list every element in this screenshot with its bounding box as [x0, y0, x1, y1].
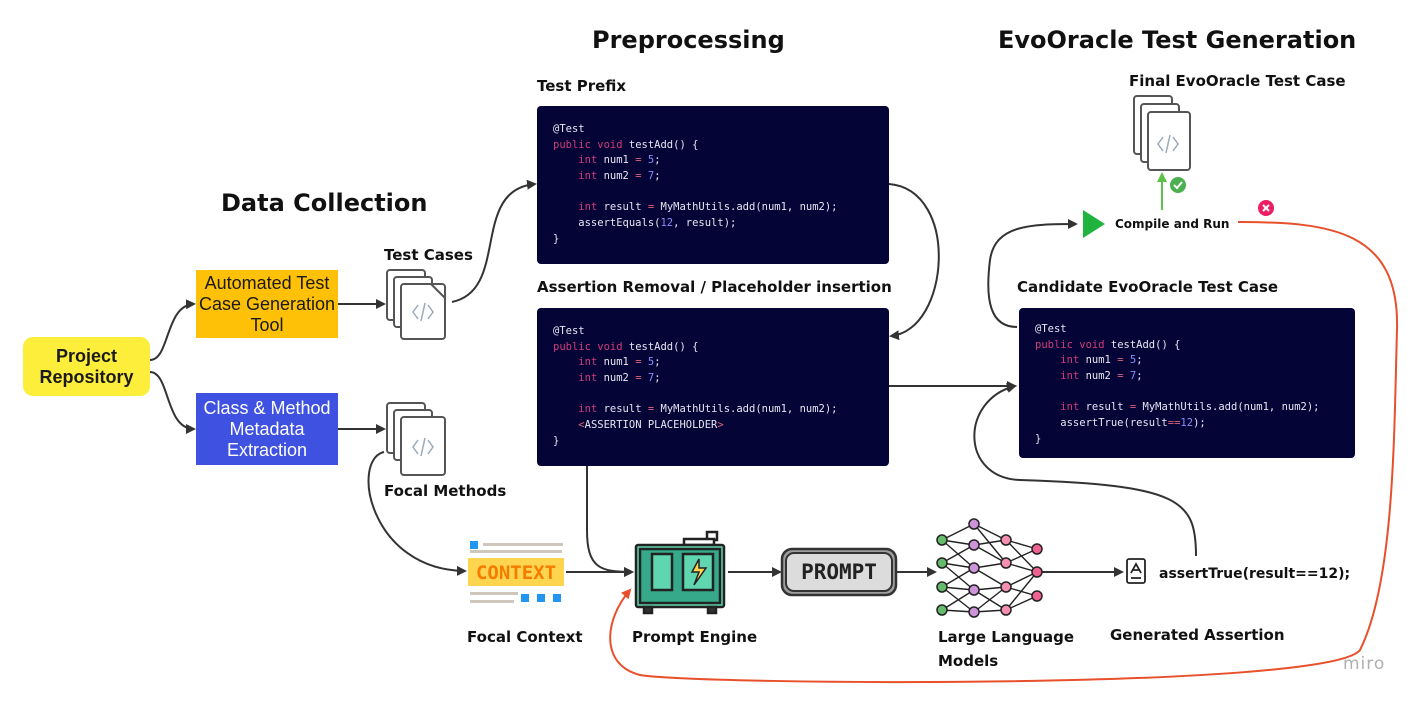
test-cases-label: Test Cases [384, 246, 473, 264]
context-icon [468, 541, 564, 603]
code-line: assertEquals(12, result); [553, 217, 737, 230]
miro-watermark: miro [1343, 654, 1386, 674]
code-line: @Test [1035, 323, 1067, 335]
code-line: int num2 = 7; [578, 170, 661, 183]
code-line: int result = MyMathUtils.add(num1, num2)… [578, 201, 838, 214]
cross-icon [1258, 200, 1274, 216]
document-code-icon [386, 269, 446, 340]
automated-tool-label: Automated Test Case Generation Tool [198, 272, 336, 335]
section-title-preprocessing: Preprocessing [592, 26, 785, 54]
edge-testcases-to-prefix [451, 179, 537, 303]
code-line: int result = MyMathUtils.add(num1, num2)… [578, 403, 838, 416]
code-line: @Test [553, 325, 585, 337]
code-line: <ASSERTION PLACEHOLDER> [578, 419, 724, 432]
code-line: int num1 = 5; [578, 356, 661, 369]
code-line: } [553, 434, 560, 447]
assertion-text: assertTrue(result==12); [1159, 566, 1351, 582]
project-repository-label: Project Repository [39, 345, 134, 387]
code-line: public void testAdd() { [1035, 338, 1181, 351]
focal-context-label: Focal Context [467, 628, 583, 646]
code-line: int num2 = 7; [578, 372, 661, 385]
code-line: public void testAdd() { [553, 340, 699, 353]
prompt-badge-text: PROMPT [801, 560, 877, 584]
code-line: } [1035, 432, 1042, 445]
metadata-extraction-box: Class & Method Metadata Extraction [196, 393, 338, 465]
section-title-data-collection: Data Collection [221, 189, 428, 217]
document-code-icon [386, 402, 446, 476]
test-prefix-title: Test Prefix [537, 77, 627, 95]
prompt-engine-label: Prompt Engine [632, 628, 758, 646]
code-line: assertTrue(result==12); [1035, 417, 1206, 430]
document-code-icon [1133, 95, 1191, 171]
metadata-extraction-label: Class & Method Metadata Extraction [203, 397, 331, 460]
edge-failure-feedback [609, 221, 1399, 684]
automated-tool-box: Automated Test Case Generation Tool [196, 270, 338, 338]
llm-label-line1: Large Language [938, 628, 1075, 646]
code-line: int num1 = 5; [578, 154, 661, 167]
assertion-removal-title: Assertion Removal / Placeholder insertio… [537, 278, 892, 296]
llm-label-line2: Models [938, 652, 999, 670]
edge-focal-to-context [367, 451, 467, 576]
edge-repo-to-metadata [149, 371, 196, 434]
candidate-code-panel: @Test public void testAdd() { int num1 = … [1019, 308, 1355, 458]
generated-assertion-label: Generated Assertion [1110, 626, 1285, 644]
candidate-test-case-label: Candidate EvoOracle Test Case [1017, 278, 1279, 296]
neural-network-icon [936, 518, 1043, 618]
check-icon [1170, 177, 1186, 193]
code-line: @Test [553, 123, 585, 135]
focal-methods-label: Focal Methods [384, 482, 507, 500]
test-prefix-code-panel: @Test public void testAdd() { int num1 = … [537, 106, 889, 264]
context-badge-text: CONTEXT [475, 562, 557, 584]
prompt-badge-icon [780, 547, 898, 597]
assertion-removal-code-panel: @Test public void testAdd() { int num1 = … [537, 308, 889, 466]
prompt-engine-icon [634, 530, 726, 615]
code-line: int num2 = 7; [1060, 370, 1143, 383]
assertion-doc-icon [1126, 558, 1146, 584]
section-title-generation: EvoOracle Test Generation [998, 26, 1357, 54]
edge-prefix-to-removal [888, 183, 940, 341]
final-test-case-label: Final EvoOracle Test Case [1129, 72, 1346, 90]
edge-assertion-to-candidate [973, 383, 1197, 557]
code-line: int result = MyMathUtils.add(num1, num2)… [1060, 401, 1320, 414]
code-line: int num1 = 5; [1060, 354, 1143, 367]
edge-removal-to-engine [586, 466, 634, 577]
project-repository-box: Project Repository [23, 337, 150, 396]
edge-repo-to-tool [149, 299, 196, 361]
play-icon [1083, 210, 1105, 238]
compile-run-label: Compile and Run [1115, 217, 1230, 231]
code-line: } [553, 232, 560, 245]
edge-candidate-to-compile [987, 219, 1078, 328]
code-line: public void testAdd() { [553, 138, 699, 151]
